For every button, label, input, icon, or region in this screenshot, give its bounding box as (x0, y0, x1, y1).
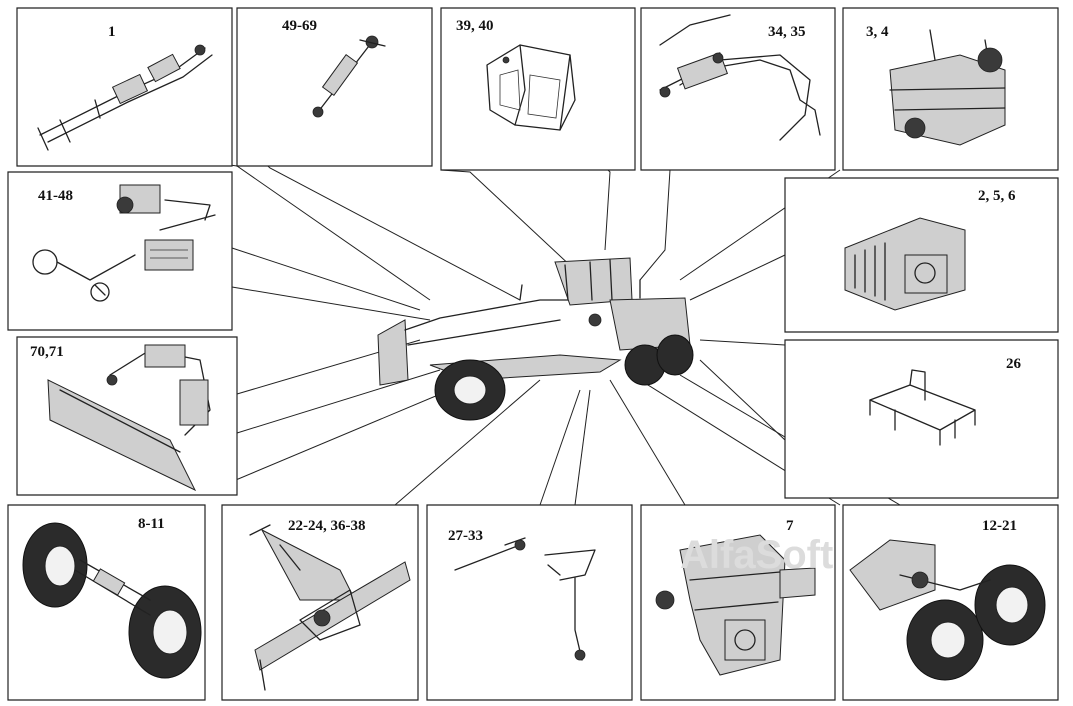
electrical-components-drawing (32, 184, 216, 302)
blade-mounting-drawing (249, 524, 411, 691)
panel-9-label: 26 (1006, 356, 1022, 372)
panel-10-label: 8-11 (138, 516, 165, 532)
panel-9[interactable]: 26 (784, 339, 1059, 499)
panel-6-label: 41-48 (38, 188, 73, 204)
panel-13-label: 7 (786, 518, 794, 534)
frame-bracket-drawing (869, 369, 976, 446)
motor-grader-drawing (377, 257, 694, 421)
hydraulic-cylinder-drawing (312, 35, 386, 118)
panel-7-label: 2, 5, 6 (978, 188, 1016, 204)
panel-4-label: 34, 35 (768, 24, 806, 40)
panel-14-label: 12-21 (982, 518, 1017, 534)
panel-12-label: 27-33 (448, 528, 483, 544)
control-linkage-drawing (454, 537, 596, 661)
panel-2-label: 49-69 (282, 18, 317, 34)
panel-8-label: 70,71 (30, 344, 64, 360)
rear-bogie-drawing (849, 539, 1046, 681)
panel-1[interactable]: 1 (16, 7, 233, 167)
panel-7[interactable]: 2, 5, 6 (784, 177, 1059, 333)
panel-13[interactable]: 7 AlfaSoft (640, 504, 836, 701)
front-blade-drawing (47, 344, 211, 492)
watermark: AlfaSoft (680, 533, 833, 577)
panel-5[interactable]: 3, 4 (842, 7, 1059, 171)
panel-5-label: 3, 4 (866, 24, 889, 40)
frame-axle-drawing (37, 44, 213, 151)
panel-12[interactable]: 27-33 (426, 504, 633, 701)
panel-10[interactable]: 8-11 (7, 504, 206, 701)
panel-2[interactable]: 49-69 (236, 7, 433, 167)
panel-3[interactable]: 39, 40 (440, 7, 636, 171)
panel-6[interactable]: 41-48 (7, 171, 233, 331)
hydraulic-lines-drawing (659, 14, 821, 141)
transmission-drawing (655, 534, 816, 676)
panel-11-label: 22-24, 36-38 (288, 518, 366, 534)
radiator-drawing (844, 217, 966, 311)
panel-1-label: 1 (108, 24, 116, 40)
panel-3-label: 39, 40 (456, 18, 494, 34)
panel-11[interactable]: 22-24, 36-38 (221, 504, 419, 701)
panel-8[interactable]: 70,71 (16, 336, 238, 496)
panel-14[interactable]: 12-21 (842, 504, 1059, 701)
panel-4[interactable]: 34, 35 (640, 7, 836, 171)
front-axle-drawing (22, 522, 202, 679)
engine-drawing (889, 29, 1006, 146)
cab-drawing (486, 44, 576, 131)
